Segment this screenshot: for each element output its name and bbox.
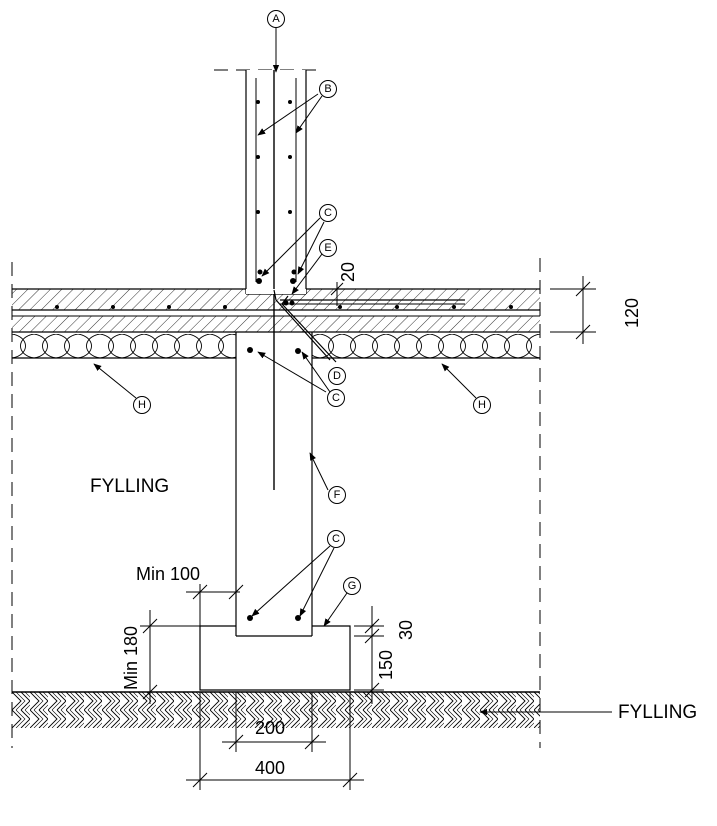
callouts: A B C E D C H H (133, 10, 491, 595)
leader-arrows (93, 28, 612, 716)
min-180-label: Min 180 (121, 626, 141, 690)
callout-b: B (319, 80, 337, 98)
callout-h-left-label: H (138, 399, 146, 411)
dim-400: 400 (255, 758, 285, 778)
ground (12, 691, 540, 728)
callout-a: A (267, 10, 285, 28)
floor-slab (12, 288, 540, 363)
callout-d: D (328, 367, 346, 385)
callout-d-label: D (333, 370, 341, 382)
dim-20: 20 (338, 262, 358, 282)
callout-h-right: H (473, 396, 491, 414)
callout-h-right-label: H (478, 399, 486, 411)
callout-a-label: A (272, 13, 280, 25)
insulation-layer (12, 334, 540, 359)
callout-c-mid: C (327, 389, 345, 407)
callout-h-left: H (133, 396, 151, 414)
callout-c-upper-label: C (324, 207, 332, 219)
callout-g-label: G (348, 580, 357, 592)
fill-label-ground: FYLLING (618, 702, 697, 723)
upper-wall (245, 70, 307, 490)
callout-e-label: E (324, 242, 331, 254)
callout-f-label: F (334, 489, 341, 501)
text-labels: FYLLING FYLLING Min 100 Min 180 (90, 476, 697, 723)
callout-c-mid-label: C (332, 392, 340, 404)
min-100-label: Min 100 (136, 564, 200, 584)
callout-c-lower: C (327, 530, 345, 548)
dim-30: 30 (396, 620, 416, 640)
callout-c-lower-label: C (332, 533, 340, 545)
dimension-lines (140, 276, 596, 790)
dim-150: 150 (376, 650, 396, 680)
dimension-values: 20 120 30 150 200 400 (255, 262, 642, 778)
callout-c-upper: C (319, 204, 337, 222)
callout-f: F (328, 486, 346, 504)
fill-label-left: FYLLING (90, 476, 169, 497)
dim-200: 200 (255, 718, 285, 738)
dim-120: 120 (622, 298, 642, 328)
footing (199, 625, 351, 691)
callout-e: E (319, 239, 337, 257)
callout-b-label: B (324, 83, 331, 95)
callout-g: G (343, 577, 361, 595)
